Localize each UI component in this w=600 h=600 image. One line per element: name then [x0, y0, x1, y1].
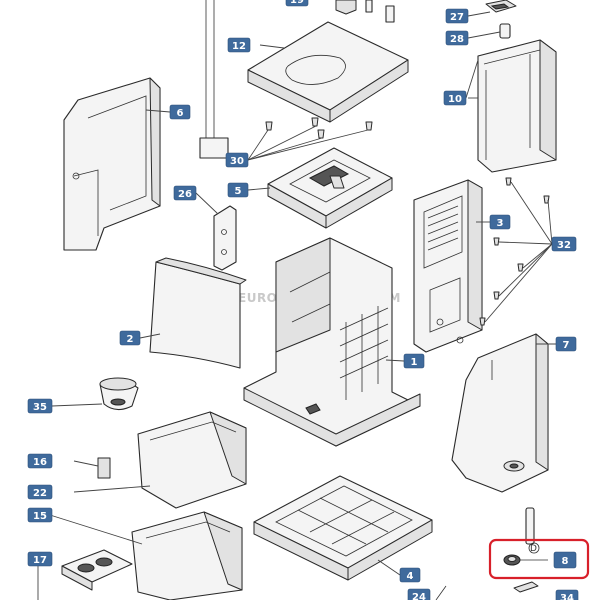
callout-17: 17 [27, 551, 53, 567]
leader-lines [37, 11, 556, 600]
svg-text:12: 12 [232, 41, 246, 52]
part-8-gear: D [503, 507, 548, 566]
callout-27: 27 [445, 8, 469, 24]
label-d: D [530, 544, 537, 554]
highlight-box-part-8 [488, 538, 590, 580]
svg-text:10: 10 [448, 94, 462, 105]
part-4-base-plate [253, 475, 433, 581]
callout-32: 32 [551, 236, 577, 252]
part-12-lid [247, 21, 409, 123]
screws-32 [479, 177, 550, 326]
svg-text:26: 26 [178, 189, 192, 200]
callout-2: 2 [119, 330, 141, 346]
callout-16: 16 [27, 453, 53, 469]
part-35-cup [99, 377, 139, 411]
callout-24: 24 [407, 588, 431, 600]
callout-34: 34 [555, 589, 579, 600]
svg-text:32: 32 [557, 240, 571, 251]
callout-26: 26 [173, 185, 197, 201]
part-3-back-panel [413, 179, 483, 353]
svg-text:27: 27 [450, 12, 464, 23]
part-24-34 [435, 581, 539, 600]
svg-text:2: 2 [127, 334, 134, 345]
callout-8: 8 [553, 551, 577, 569]
svg-text:4: 4 [407, 571, 414, 582]
svg-text:24: 24 [412, 592, 426, 600]
svg-text:28: 28 [450, 34, 464, 45]
part-7-side-housing [451, 333, 549, 493]
vertical-tube [199, 0, 229, 159]
svg-text:5: 5 [235, 186, 242, 197]
svg-text:16: 16 [33, 457, 47, 468]
part-22-container [137, 411, 247, 509]
callout-19: 19 [285, 0, 309, 7]
part-17-grill [61, 549, 133, 591]
part-15-drip-tray [131, 511, 243, 600]
callout-5: 5 [227, 182, 249, 198]
part-27 [485, 0, 517, 13]
svg-text:3: 3 [497, 218, 504, 229]
part-10-water-tank [477, 39, 557, 173]
part-28 [499, 23, 511, 39]
callout-10: 10 [443, 90, 467, 106]
part-5-brewing-holder [267, 147, 393, 229]
callout-3: 3 [489, 214, 511, 230]
callout-35: 35 [27, 398, 53, 414]
svg-text:6: 6 [177, 108, 184, 119]
callout-7: 7 [555, 336, 577, 352]
svg-text:34: 34 [560, 593, 574, 600]
svg-text:19: 19 [290, 0, 304, 6]
svg-text:8: 8 [562, 556, 569, 567]
callout-22: 22 [27, 484, 53, 500]
callout-6: 6 [169, 104, 191, 120]
svg-text:1: 1 [411, 357, 418, 368]
callout-4: 4 [399, 567, 421, 583]
svg-text:15: 15 [33, 511, 47, 522]
part-16 [97, 457, 111, 479]
part-2-front-panel [149, 257, 247, 369]
svg-text:22: 22 [33, 488, 47, 499]
svg-text:17: 17 [33, 555, 47, 566]
callout-30: 30 [225, 152, 249, 168]
callout-12: 12 [227, 37, 251, 53]
callout-15: 15 [27, 507, 53, 523]
callout-1: 1 [403, 353, 425, 369]
part-6-side-cover [63, 77, 161, 251]
svg-text:7: 7 [563, 340, 570, 351]
part-19 [335, 0, 395, 23]
callout-28: 28 [445, 30, 469, 46]
part-26-bracket [213, 205, 237, 271]
screws-30 [265, 117, 373, 139]
svg-text:30: 30 [230, 156, 244, 167]
part-1-main-frame [243, 237, 421, 447]
svg-text:35: 35 [33, 402, 47, 413]
